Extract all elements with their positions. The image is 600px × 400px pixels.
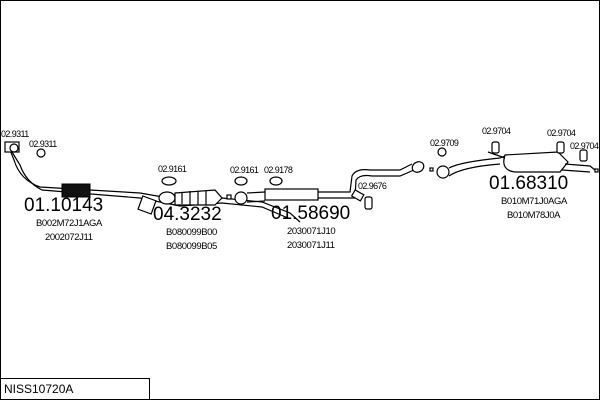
hanger-icon (364, 196, 373, 210)
oe-reference: 2030071J10 (287, 226, 335, 237)
gasket-icon (437, 147, 447, 157)
fitting-label: 02.9676 (358, 181, 387, 191)
oe-reference: B010M71J0AGA (501, 196, 568, 207)
part-number: 01.68310 (489, 173, 568, 194)
fitting-label: 02.9311 (29, 139, 57, 149)
gasket-icon (269, 176, 283, 186)
part-number: 01.10143 (24, 195, 103, 216)
middle-pipe (234, 161, 434, 205)
part-number: 01.58690 (271, 203, 350, 224)
oe-reference: B010M78J0A (507, 210, 561, 221)
gasket-icon (161, 176, 177, 186)
oe-reference: 2030071J11 (287, 240, 335, 251)
fitting-label: 02.9709 (430, 138, 459, 148)
gasket-icon (9, 143, 19, 153)
flange (137, 195, 157, 215)
oe-reference: B080099B05 (166, 241, 217, 252)
rear-silencer (436, 151, 599, 179)
hanger-icon (579, 149, 588, 162)
fitting-label: 02.9178 (264, 165, 293, 175)
fitting-label: 02.9161 (230, 165, 259, 175)
fitting-label: 02.9704 (482, 126, 511, 136)
fitting-label: 02.9704 (570, 141, 599, 151)
oe-reference: B002M72J1AGA (36, 218, 103, 229)
diagram-code: NISS10720A (4, 382, 73, 396)
fitting-label: 02.9704 (547, 128, 576, 138)
gasket-icon (36, 148, 46, 158)
hanger-icon (556, 141, 565, 154)
fitting-label: 02.9161 (158, 164, 187, 174)
fitting-label: 02.9311 (1, 129, 29, 139)
hanger-icon (491, 141, 500, 154)
gasket-icon (234, 176, 248, 186)
oe-reference: B080099B00 (166, 227, 217, 238)
oe-reference: 2002072J11 (45, 232, 93, 243)
part-number: 04.3232 (153, 204, 222, 225)
catalytic-converter (158, 189, 232, 206)
front-pipe-cat (61, 183, 91, 198)
